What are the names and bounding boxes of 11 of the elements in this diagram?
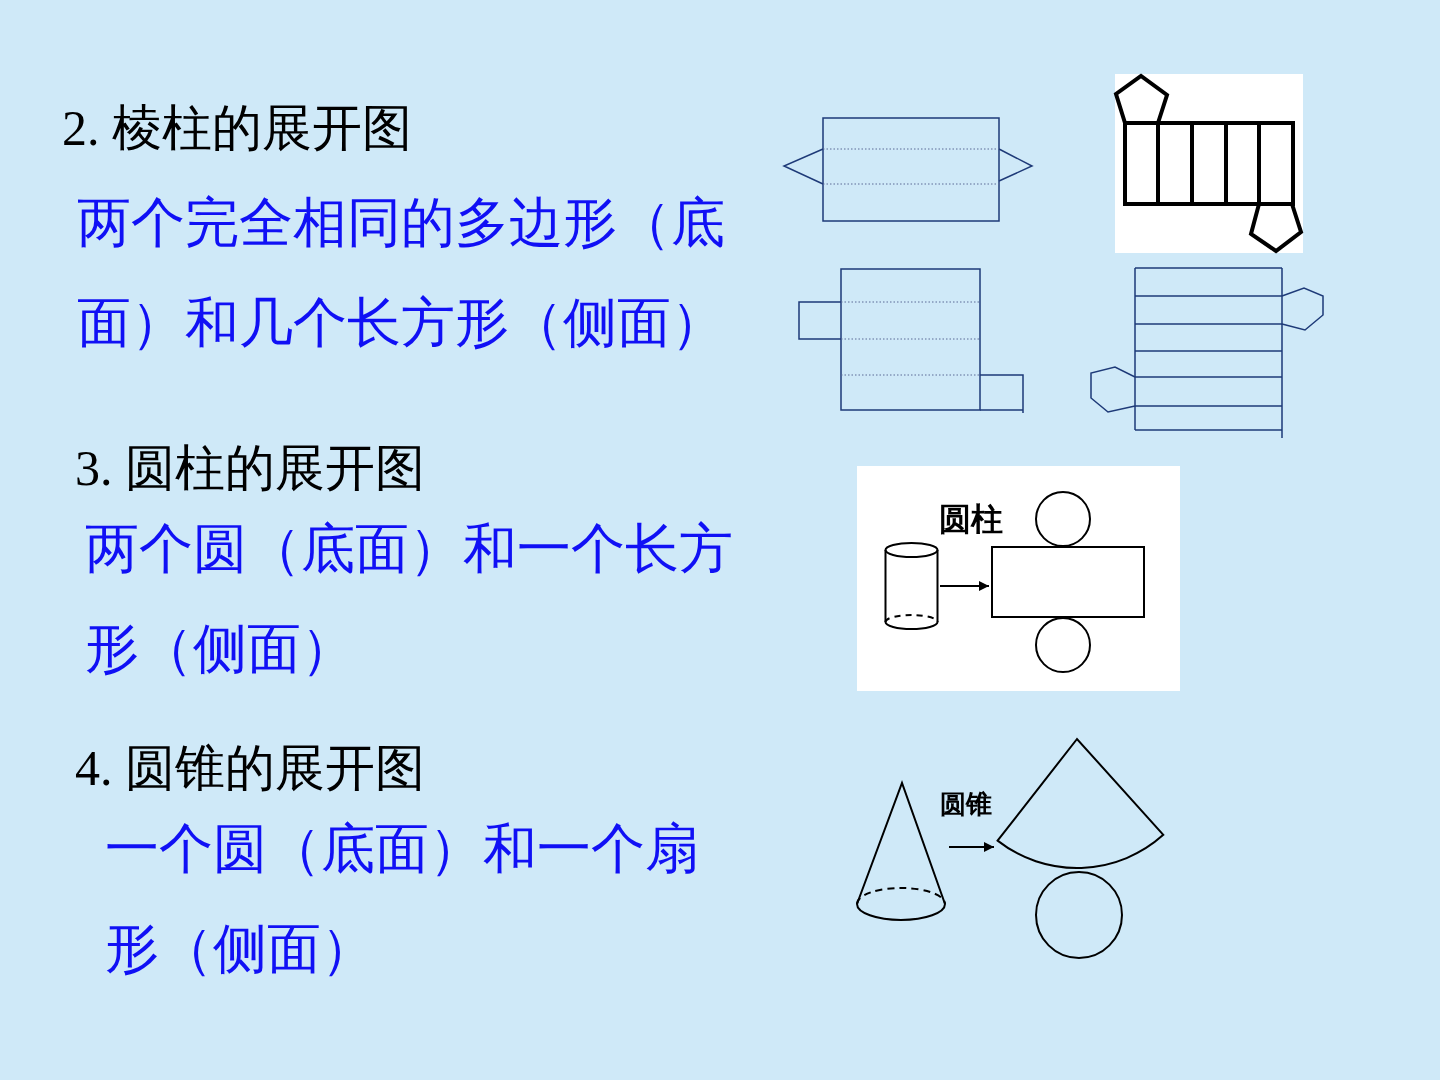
arrow [939, 581, 990, 591]
description-text: 两个圆（底面）和一个长方形（侧面） [85, 517, 734, 680]
arrow [948, 842, 995, 852]
section-heading: 2. 棱柱的展开图 [62, 99, 413, 158]
section-heading: 4. 圆锥的展开图 [75, 739, 426, 798]
cylinder-drawing [884, 542, 939, 631]
edge-label: 圆锥 [939, 789, 992, 819]
edge-label: 圆柱 [938, 502, 1003, 538]
description-text: 一个圆（底面）和一个扇形（侧面） [105, 817, 700, 980]
section-heading: 3. 圆柱的展开图 [75, 439, 426, 498]
description-text: 两个完全相同的多边形（底面）和几个长方形（侧面） [77, 191, 726, 354]
